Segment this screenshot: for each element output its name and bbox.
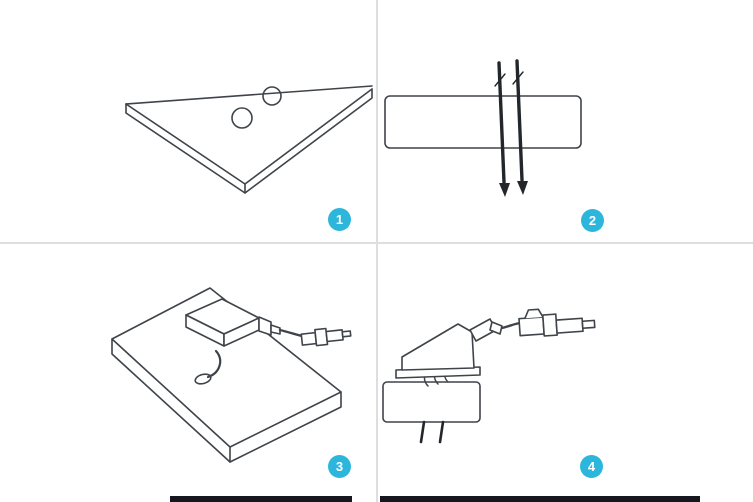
panel-sheet (125, 85, 373, 194)
step-2-badge: 2 (581, 209, 604, 232)
cable-break-marks (494, 71, 524, 87)
drilled-panel-illustration (125, 85, 373, 194)
cables-through-panel-illustration (384, 59, 582, 197)
cropped-image-strip-left (170, 496, 352, 502)
down-arrowhead-icon (499, 181, 528, 197)
drilled-hole-icon (231, 107, 253, 129)
gland-connector-illustration (382, 308, 596, 444)
panel-board (111, 287, 342, 463)
cropped-image-strip-right (380, 496, 700, 502)
panel-cross-section (384, 95, 582, 149)
cable-ends (419, 420, 445, 444)
connector-cable (278, 328, 304, 338)
vertical-divider (376, 0, 378, 502)
cable-icon (497, 59, 524, 184)
step-3-badge: 3 (328, 455, 351, 478)
gland-on-panel-illustration (111, 287, 352, 463)
horizontal-divider (0, 242, 753, 244)
step-1-panel: 1 (0, 0, 376, 242)
step-4-badge: 4 (580, 455, 603, 478)
cable-entry-gland-icon (395, 318, 503, 379)
cable-hole-icon (194, 373, 212, 385)
cable-entry-gland-icon (185, 298, 281, 347)
cable-loop (206, 349, 222, 379)
connector-cable (500, 321, 522, 330)
step-2-panel: 2 (378, 0, 753, 242)
step-1-badge: 1 (328, 208, 351, 231)
mc4-connector-icon (518, 308, 596, 337)
step-3-panel: 3 (0, 244, 376, 502)
drilled-hole-icon (262, 86, 282, 106)
panel-cross-section (382, 381, 481, 423)
step-4-panel: 4 (378, 244, 753, 502)
mc4-connector-icon (300, 327, 352, 347)
